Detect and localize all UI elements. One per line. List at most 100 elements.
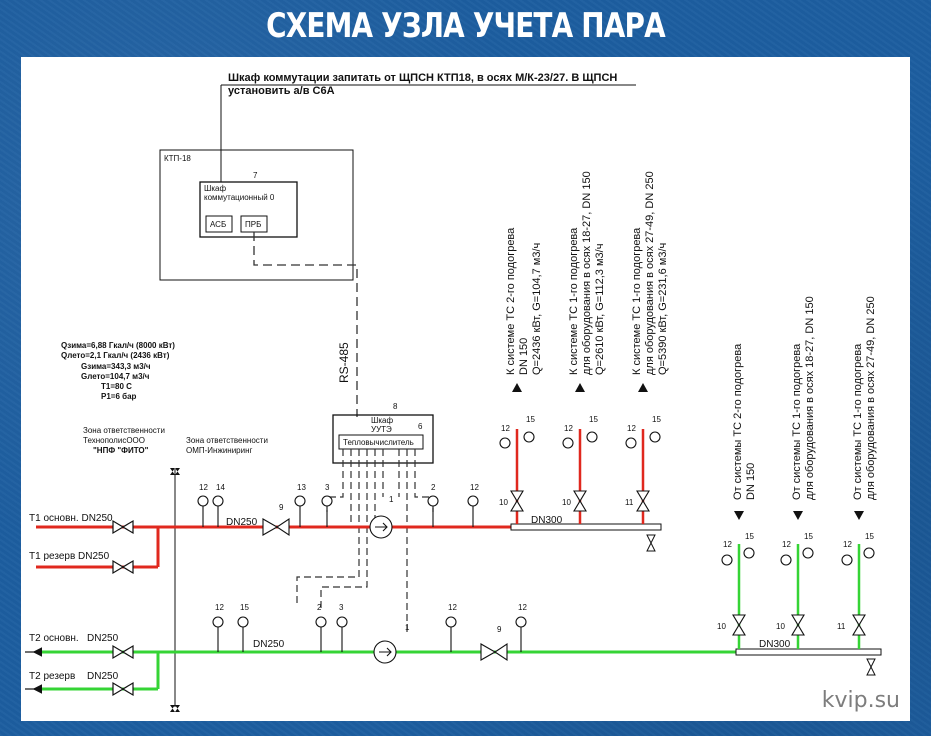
marker-13-supply: 13 — [297, 483, 306, 492]
dn300-bottom-label: DN300 — [759, 639, 791, 650]
cabinet-power-note-line2: установить а/в С6А — [228, 85, 335, 97]
watermark: kvip.su — [821, 688, 900, 713]
param-p1: P1=6 бар — [101, 392, 137, 401]
marker-12c-return: 12 — [518, 603, 527, 612]
params-block: Qзима=6,88 Гкал/ч (8000 кВт) Qлето=2,1 Г… — [61, 341, 175, 401]
return-branch-labels: От системы ТС 2-го подогрева DN 150 От с… — [732, 296, 877, 500]
marker-12-sb2: 12 — [564, 424, 573, 433]
supply-2-line1: К системе ТС 1-го подогрева — [568, 227, 580, 375]
signal-lines — [296, 449, 434, 632]
return-branch-fittings — [721, 547, 875, 636]
switch-cabinet-label1: Шкаф — [204, 184, 226, 193]
marker-12-supply: 12 — [199, 483, 208, 492]
marker-12-sb3: 12 — [627, 424, 636, 433]
marker-12-rb3: 12 — [843, 540, 852, 549]
param-q-winter: Qзима=6,88 Гкал/ч (8000 кВт) — [61, 341, 175, 350]
marker-12-sb1: 12 — [501, 424, 510, 433]
supply-2-line2: для оборудования в осях 18-27, DN 150 — [581, 171, 593, 375]
marker-15-sb2: 15 — [589, 415, 598, 424]
supply-3-line2: для оборудования в осях 27-49, DN 250 — [644, 171, 656, 375]
param-t1: T1=80 С — [101, 382, 132, 391]
supply-branch-labels: К системе ТС 2-го подогрева DN 150 Q=243… — [505, 171, 669, 375]
t2-main-label: Т2 основн. — [29, 633, 79, 644]
supply-2-line3: Q=2610 кВт, G=112,3 м3/ч — [594, 244, 606, 375]
rs485-label: RS-485 — [337, 342, 351, 383]
uute-label1: Шкаф — [371, 416, 393, 425]
avr-label: АСБ — [210, 220, 226, 229]
supply-3-line3: Q=5390 кВт, G=231,6 м3/ч — [657, 243, 669, 375]
ktp-18-box — [159, 149, 354, 281]
flow-arrows — [512, 383, 864, 520]
supply-1-line2: DN 150 — [518, 338, 530, 375]
return-2-line1: От системы ТС 1-го подогрева — [791, 343, 803, 500]
return-1-line1: От системы ТС 2-го подогрева — [732, 343, 744, 500]
heat-calculator-num: 6 — [418, 422, 423, 431]
marker-3-return: 3 — [339, 603, 344, 612]
switch-cabinet — [199, 181, 298, 238]
page-title: СХЕМА УЗЛА УЧЕТА ПАРА — [266, 6, 666, 46]
avr-block — [205, 215, 233, 233]
return-pipeline — [36, 544, 882, 691]
return-2-line2: для оборудования в осях 18-27, DN 150 — [804, 296, 816, 500]
return-instruments — [212, 616, 527, 664]
marker-1-return: 1 — [405, 623, 410, 632]
ktp-label: КТП-18 — [164, 154, 191, 163]
marker-9-return: 9 — [497, 625, 502, 634]
t2-reserve-dn: DN250 — [87, 671, 119, 682]
marker-2-return: 2 — [317, 603, 322, 612]
marker-15-sb1: 15 — [526, 415, 535, 424]
marker-12-rb2: 12 — [782, 540, 791, 549]
dn250-top-label: DN250 — [226, 517, 258, 528]
marker-15-rb1: 15 — [745, 532, 754, 541]
heat-calculator-label: Тепловычислитель — [343, 438, 414, 447]
marker-10-sb2: 10 — [562, 498, 571, 507]
rs485-line — [253, 232, 358, 417]
return-1-line2: DN 150 — [745, 463, 757, 500]
marker-12-return: 12 — [215, 603, 224, 612]
uute-num: 8 — [393, 402, 398, 411]
zone-left-line3: "НПФ "ФИТО" — [93, 446, 149, 455]
marker-14-supply: 14 — [216, 483, 225, 492]
marker-15-return: 15 — [240, 603, 249, 612]
return-3-line2: для оборудования в осях 27-49, DN 250 — [865, 296, 877, 500]
marker-12b-supply: 12 — [470, 483, 479, 492]
cabinet-power-note-line1: Шкаф коммутации запитать от ЩПСН КТП18, … — [228, 72, 617, 84]
marker-1-supply: 1 — [389, 495, 394, 504]
return-3-line1: От системы ТС 1-го подогрева — [852, 343, 864, 500]
marker-10-rb1: 10 — [717, 622, 726, 631]
marker-10-rb2: 10 — [776, 622, 785, 631]
t2-main-dn: DN250 — [87, 633, 119, 644]
marker-12b-return: 12 — [448, 603, 457, 612]
supply-instruments — [197, 495, 479, 539]
marker-9-supply: 9 — [279, 503, 284, 512]
switch-cabinet-num: 7 — [253, 171, 258, 180]
heat-calculator — [338, 434, 424, 450]
zone-left-line1: Зона ответственности — [83, 426, 165, 435]
param-g-summer: Gлето=104,7 м3/ч — [81, 372, 150, 381]
marker-10-sb1: 10 — [499, 498, 508, 507]
param-q-summer: Qлето=2,1 Гкал/ч (2436 кВт) — [61, 351, 170, 360]
param-g-winter: Gзима=343,3 м3/ч — [81, 362, 151, 371]
marker-2-supply: 2 — [431, 483, 436, 492]
steam-metering-diagram: Шкаф коммутации запитать от ЩПСН КТП18, … — [25, 72, 882, 712]
zone-right-line1: Зона ответственности — [186, 436, 268, 445]
entry-valves — [112, 519, 134, 697]
dn250-bottom-label: DN250 — [253, 639, 285, 650]
marker-3-supply: 3 — [325, 483, 330, 492]
prb-label: ПРБ — [245, 220, 261, 229]
marker-12-rb1: 12 — [723, 540, 732, 549]
supply-1-line3: Q=2436 кВт, G=104,7 м3/ч — [531, 243, 543, 375]
zone-right-line2: ОМП-Инжиниринг — [186, 446, 253, 455]
uute-label2: УУТЭ — [371, 425, 392, 434]
marker-11-rb3: 11 — [837, 622, 846, 631]
t1-reserve-label: Т1 резерв DN250 — [29, 551, 110, 562]
diagram-sheet: Шкаф коммутации запитать от ЩПСН КТП18, … — [21, 57, 910, 721]
marker-15-rb3: 15 — [865, 532, 874, 541]
t1-main-label: Т1 основн. DN250 — [29, 513, 113, 524]
marker-11-sb3: 11 — [625, 498, 634, 507]
zone-left-line2: ТехнополисООО — [83, 436, 145, 445]
supply-branch-fittings — [499, 431, 661, 512]
marker-15-sb3: 15 — [652, 415, 661, 424]
supply-3-line1: К системе ТС 1-го подогрева — [631, 227, 643, 375]
dn300-top-label: DN300 — [531, 515, 563, 526]
